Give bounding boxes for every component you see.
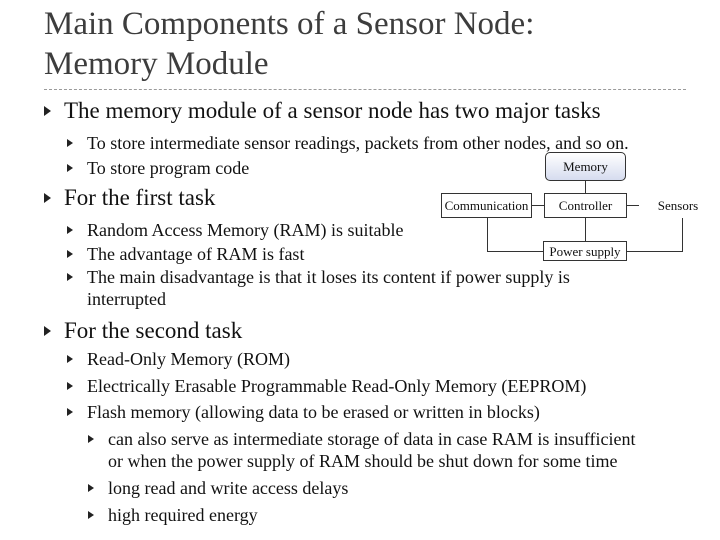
- bullet-ram-disadvantage-line-2: interrupted: [87, 289, 166, 309]
- bullet-arrow-icon: [67, 139, 73, 147]
- bullet-flash: Flash memory (allowing data to be erased…: [87, 402, 540, 422]
- bullet-tasks: The memory module of a sensor node has t…: [64, 98, 601, 123]
- slide-title: Main Components of a Sensor Node: Memory…: [44, 4, 704, 84]
- wire-controller-sensors: [627, 205, 639, 206]
- communication-block: Communication: [441, 193, 532, 218]
- bullet-arrow-icon: [88, 435, 94, 443]
- wire-communication-power: [487, 218, 488, 251]
- bullet-arrow-icon: [88, 484, 94, 492]
- power-supply-block: Power supply: [543, 241, 627, 261]
- bullet-flash-storage-line-2: or when the power supply of RAM should b…: [108, 451, 618, 471]
- bullet-task-a: To store intermediate sensor readings, p…: [87, 133, 629, 153]
- bullet-arrow-icon: [67, 250, 73, 258]
- bullet-flash-storage: can also serve as intermediate storage o…: [108, 428, 636, 472]
- slide-title-line-1: Main Components of a Sensor Node:: [44, 6, 535, 42]
- slide-title-line-2: Memory Module: [44, 46, 269, 82]
- bullet-flash-delays: long read and write access delays: [108, 478, 349, 498]
- bullet-ram-fast: The advantage of RAM is fast: [87, 244, 305, 264]
- bullet-second-task: For the second task: [64, 318, 243, 343]
- bullet-arrow-icon: [67, 273, 73, 281]
- wire-memory-controller: [585, 181, 586, 193]
- bullet-arrow-icon: [67, 164, 73, 172]
- bullet-first-task: For the first task: [64, 185, 216, 210]
- bullet-arrow-icon: [44, 193, 51, 203]
- controller-block: Controller: [544, 193, 627, 218]
- bullet-ram-suitable: Random Access Memory (RAM) is suitable: [87, 220, 404, 240]
- bullet-arrow-icon: [67, 408, 73, 416]
- bullet-arrow-icon: [67, 355, 73, 363]
- wire-controller-power: [585, 218, 586, 241]
- sensors-block: Sensors: [639, 193, 717, 218]
- bullet-arrow-icon: [44, 326, 51, 336]
- bullet-arrow-icon: [88, 511, 94, 519]
- bullet-arrow-icon: [44, 106, 51, 116]
- wire-power-left: [487, 251, 543, 252]
- wire-communication-controller: [532, 205, 544, 206]
- bullet-arrow-icon: [67, 382, 73, 390]
- title-divider: [44, 89, 686, 90]
- bullet-rom: Read-Only Memory (ROM): [87, 349, 290, 369]
- bullet-flash-energy: high required energy: [108, 505, 258, 525]
- wire-sensors-power: [682, 218, 683, 251]
- wire-power-right: [627, 251, 683, 252]
- memory-block: Memory: [545, 152, 626, 181]
- bullet-eeprom: Electrically Erasable Programmable Read-…: [87, 376, 587, 396]
- bullet-arrow-icon: [67, 226, 73, 234]
- bullet-ram-disadvantage: The main disadvantage is that it loses i…: [87, 266, 570, 310]
- bullet-ram-disadvantage-line-1: The main disadvantage is that it loses i…: [87, 267, 570, 287]
- bullet-task-b: To store program code: [87, 158, 250, 178]
- bullet-flash-storage-line-1: can also serve as intermediate storage o…: [108, 429, 636, 449]
